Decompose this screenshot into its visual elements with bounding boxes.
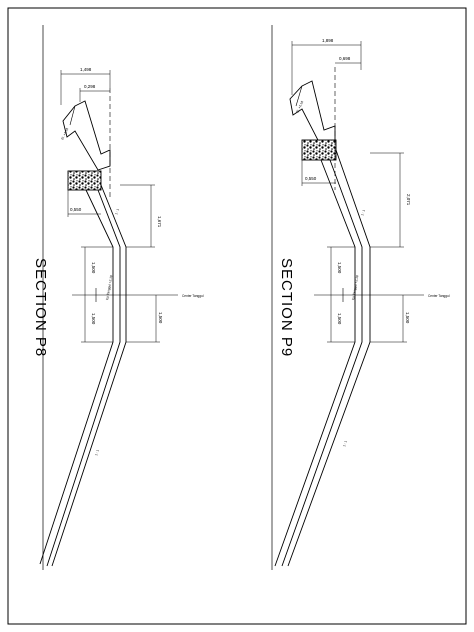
p9-dim-slope-height: 2,071	[406, 194, 411, 206]
p8-point-label: Ep Tanggul +2,18	[105, 275, 113, 300]
p9-dim-lower-right: 1,500	[405, 312, 410, 324]
p8-slope-line-c	[51, 184, 127, 567]
p9-slope-line-b	[281, 159, 363, 567]
p8-dim-slope-height: 1,671	[157, 216, 162, 228]
p8-slope-line-b	[46, 189, 121, 567]
p8-slope-upper: 1 : 1	[114, 208, 120, 215]
p9-slope-upper: 1 : 1	[360, 209, 366, 216]
p8-dim-block-width: 0,550	[70, 207, 82, 212]
p8-stone-block	[67, 170, 102, 191]
p9-point-label: Ep Tanggul +2,18	[351, 275, 359, 300]
p8-crest-wall	[62, 100, 111, 171]
p8-slope-lower: 1 : 1	[94, 449, 100, 456]
p9-slope-lower: 1 : 1	[342, 440, 348, 447]
sheet-border	[7, 7, 467, 625]
p8-title: SECTION P8	[32, 258, 49, 357]
p9-stone-block	[301, 139, 337, 161]
p9-dim-lower: 1,500	[337, 313, 342, 325]
p9-crest-inner	[295, 85, 303, 107]
p9-slope-line-a	[274, 159, 356, 567]
p8-center-label: Center Tanggul	[182, 294, 204, 298]
p8-crest-inner	[69, 105, 76, 126]
section-p8: 1,498 0,298 0,550 1,671 1,500 1,500 1,50…	[32, 25, 204, 570]
p9-elevation-label: El. +2,18	[295, 100, 304, 113]
p9-dim-top-total: 1,898	[322, 38, 334, 43]
p9-crest-wall	[289, 80, 336, 149]
p8-slope-line-a	[39, 189, 114, 565]
p8-dim-top-inner: 0,298	[84, 84, 96, 89]
p9-dim-top-inner: 0,698	[339, 56, 351, 61]
p8-dim-top-total: 1,498	[80, 67, 92, 72]
p9-dim-upper: 1,500	[337, 262, 342, 274]
p9-slope-line-c	[287, 149, 371, 567]
p8-dim-lower: 1,500	[91, 313, 96, 325]
p8-elevation-label: El. +2,18	[60, 127, 69, 140]
p9-title: SECTION P9	[278, 258, 295, 357]
p8-dim-lower-right: 1,500	[158, 312, 163, 324]
section-p9: 1,898 0,698 0,550 2,071 1,500 1,500 1,50…	[271, 25, 450, 570]
p9-center-label: Center Tanggul	[428, 294, 450, 298]
p9-dim-block-width: 0,550	[305, 176, 317, 181]
p8-dim-upper: 1,500	[91, 262, 96, 274]
